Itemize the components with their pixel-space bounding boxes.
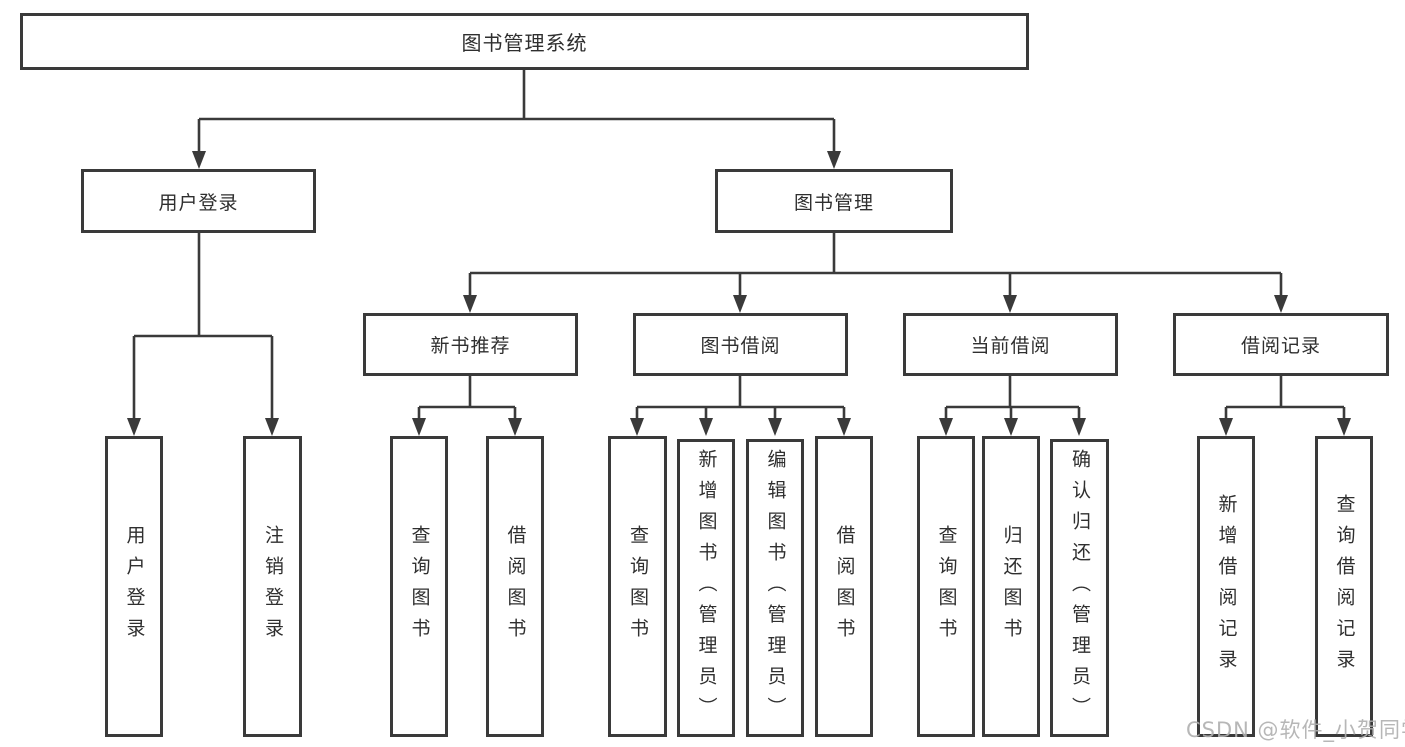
node-user-login: 用户登录 (81, 169, 316, 233)
csdn-watermark: CSDN @软件_小贺同学 (1186, 718, 1405, 742)
leaf-return-books: 归还图书 (982, 436, 1040, 737)
node-book-management: 图书管理 (715, 169, 953, 233)
leaf-borrow-books: 借阅图书 (815, 436, 873, 737)
leaf-borrow-books-recommend: 借阅图书 (486, 436, 544, 737)
node-book-borrowing: 图书借阅 (633, 313, 848, 376)
node-library-management-system: 图书管理系统 (20, 13, 1029, 70)
leaf-user-login: 用户登录 (105, 436, 163, 737)
leaf-confirm-return-admin: 确认归还（管理员） (1050, 439, 1109, 737)
leaf-query-books-borrow: 查询图书 (608, 436, 667, 737)
node-borrowing-records: 借阅记录 (1173, 313, 1389, 376)
leaf-query-books-recommend: 查询图书 (390, 436, 448, 737)
node-current-borrowing: 当前借阅 (903, 313, 1118, 376)
node-new-book-recommendation: 新书推荐 (363, 313, 578, 376)
leaf-query-books-current: 查询图书 (917, 436, 975, 737)
leaf-edit-books-admin: 编辑图书（管理员） (746, 439, 804, 737)
leaf-query-borrow-record: 查询借阅记录 (1315, 436, 1373, 737)
leaf-logout: 注销登录 (243, 436, 302, 737)
leaf-add-books-admin: 新增图书（管理员） (677, 439, 735, 737)
leaf-add-borrow-record: 新增借阅记录 (1197, 436, 1255, 737)
